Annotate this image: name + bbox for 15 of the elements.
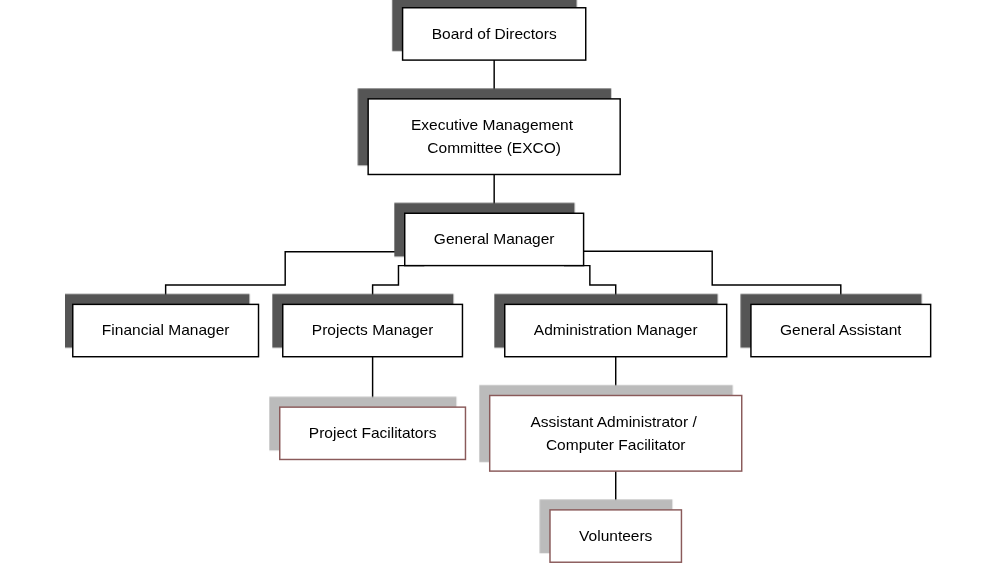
node-box: Administration Manager xyxy=(503,303,728,358)
node-box: Financial Manager xyxy=(71,303,260,358)
node-box: General Manager xyxy=(403,212,585,267)
node-box: Project Facilitators xyxy=(278,406,466,461)
connector xyxy=(371,356,374,408)
connector xyxy=(493,59,495,100)
node-box: Projects Manager xyxy=(281,303,463,358)
connector xyxy=(614,356,617,397)
connector xyxy=(614,470,617,511)
node-box: Executive Management Committee (EXCO) xyxy=(367,98,621,176)
node-box: Assistant Administrator / Computer Facilitator xyxy=(488,394,743,472)
node-box: Board of Directors xyxy=(401,7,587,61)
node-box: Volunteers xyxy=(549,509,682,563)
connector xyxy=(493,173,495,214)
node-box: General Assistant xyxy=(750,303,932,358)
